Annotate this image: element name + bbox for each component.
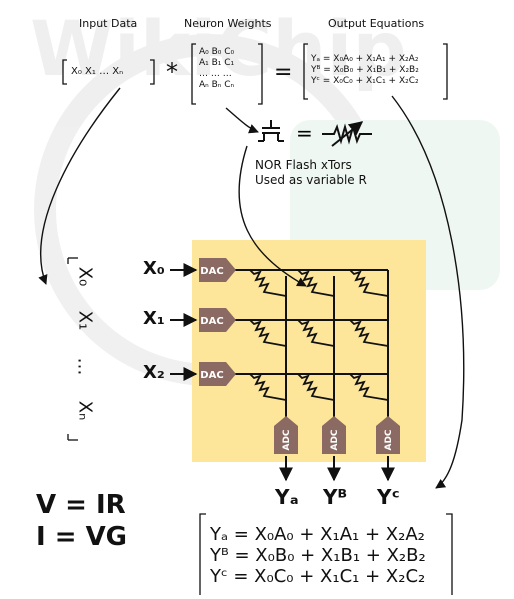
- input-label-x2: X₂: [143, 362, 165, 383]
- resistor: [349, 269, 389, 297]
- adc-label: ADC: [330, 429, 340, 450]
- dac-label: DAC: [200, 316, 223, 327]
- adc-label: ADC: [384, 429, 394, 450]
- weights-row: … … …: [199, 69, 232, 79]
- weights-row: A₁ B₁ C₁: [199, 58, 235, 68]
- bottom-eq-row: Yᴮ = X₀B₀ + X₁B₁ + X₂B₂: [210, 545, 426, 566]
- dac-label: DAC: [200, 266, 223, 277]
- nor-flash-note: NOR Flash xTors Used as variable R: [255, 158, 367, 188]
- adc-block-b: ADC: [322, 416, 346, 454]
- resistor-array: [249, 269, 389, 401]
- header-output-equations: Output Equations: [328, 17, 425, 30]
- input-label-x1: X₁: [143, 308, 165, 329]
- ohms-law: V = IR: [36, 490, 126, 520]
- variable-resistor-icon: [322, 121, 372, 147]
- weights-row: A₀ B₀ C₀: [199, 47, 235, 57]
- svg-text:WikiChip: WikiChip: [30, 4, 407, 93]
- bottom-eq-row: Yₐ = X₀A₀ + X₁A₁ + X₂A₂: [210, 524, 425, 545]
- nor-note-line: NOR Flash xTors: [255, 158, 352, 172]
- resistor: [297, 269, 335, 297]
- output-label-yb: Yᴮ: [323, 485, 348, 509]
- flow-arrows: [38, 87, 465, 489]
- dac-label: DAC: [200, 370, 223, 381]
- output-eq-row: Yᴮ = X₀B₀ + X₁B₁ + X₂B₂: [311, 65, 419, 75]
- equals-operator: =: [274, 60, 293, 85]
- dac-block-0: DAC: [199, 258, 236, 282]
- nor-transistor-icon: [258, 120, 284, 142]
- dac-block-1: DAC: [199, 308, 236, 332]
- weights-matrix: A₀ B₀ C₀ A₁ B₁ C₁ … … … Aₙ Bₙ Cₙ: [199, 47, 234, 91]
- input-label-x0: X₀: [143, 258, 165, 279]
- output-label-ya: Yₐ: [275, 485, 299, 509]
- nor-note-line: Used as variable R: [255, 173, 367, 187]
- multiply-operator: *: [166, 58, 178, 86]
- header-input-data: Input Data: [79, 17, 138, 30]
- output-equations-top: Yₐ = X₀A₀ + X₁A₁ + X₂A₂ Yᴮ = X₀B₀ + X₁B₁…: [311, 54, 419, 87]
- vertical-input-vector: X₀ X₁ … Xₙ: [55, 260, 105, 440]
- vertical-vector-item: Xₙ: [74, 400, 96, 421]
- output-eq-row: Yₐ = X₀A₀ + X₁A₁ + X₂A₂: [311, 54, 419, 64]
- resistor: [297, 319, 335, 347]
- resistor: [349, 373, 389, 401]
- adc-block-c: ADC: [376, 416, 400, 454]
- input-vector: X₀ X₁ … Xₙ: [71, 66, 124, 77]
- resistor: [349, 319, 389, 347]
- adc-block-a: ADC: [274, 416, 298, 454]
- adc-label: ADC: [282, 429, 292, 450]
- resistor: [297, 373, 335, 401]
- input-arrows: [170, 263, 198, 381]
- resistor: [249, 373, 287, 401]
- vertical-vector-item: …: [73, 357, 95, 376]
- dac-block-2: DAC: [199, 362, 236, 386]
- bottom-eq-row: Yᶜ = X₀C₀ + X₁C₁ + X₂C₂: [210, 566, 426, 587]
- vertical-vector-item: X₁: [74, 310, 96, 331]
- equals-sign: =: [296, 121, 313, 145]
- output-label-yc: Yᶜ: [377, 485, 400, 509]
- output-arrows: [279, 456, 395, 482]
- vertical-vector-item: X₀: [74, 266, 96, 287]
- resistor: [249, 319, 287, 347]
- header-neuron-weights: Neuron Weights: [184, 17, 272, 30]
- conductance-law: I = VG: [36, 522, 128, 552]
- output-eq-row: Yᶜ = X₀C₀ + X₁C₁ + X₂C₂: [311, 76, 419, 86]
- resistor: [249, 269, 287, 297]
- matrix-brackets: [62, 43, 453, 595]
- output-equations-bottom: Yₐ = X₀A₀ + X₁A₁ + X₂A₂ Yᴮ = X₀B₀ + X₁B₁…: [210, 524, 426, 587]
- weights-row: Aₙ Bₙ Cₙ: [199, 80, 235, 90]
